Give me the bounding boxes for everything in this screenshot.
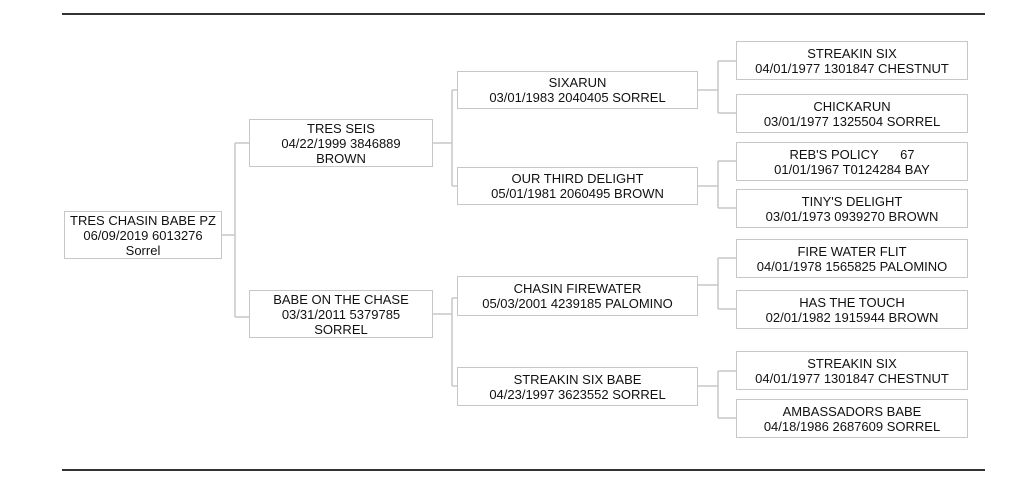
horse-name: OUR THIRD DELIGHT bbox=[511, 171, 644, 186]
horse-name: SIXARUN bbox=[548, 75, 607, 90]
horse-name: AMBASSADORS BABE bbox=[782, 403, 922, 419]
connector-g3-1 bbox=[697, 160, 736, 209]
connector-g3-2 bbox=[697, 257, 736, 310]
great-grandparent-box: FIRE WATER FLIT 04/01/1978 1565825 PALOM… bbox=[736, 239, 968, 278]
sire-info: 04/22/1999 3846889 bbox=[281, 135, 401, 151]
bottom-rule bbox=[62, 469, 985, 471]
connector-subject bbox=[221, 142, 249, 318]
horse-info: 02/01/1982 1915944 BROWN bbox=[765, 309, 939, 325]
horse-info: 05/03/2001 4239185 PALOMINO bbox=[482, 296, 673, 311]
connector-g3-0 bbox=[697, 60, 736, 114]
horse-name: STREAKIN SIX BABE bbox=[513, 371, 642, 387]
great-grandparent-box: AMBASSADORS BABE 04/18/1986 2687609 SORR… bbox=[736, 399, 968, 438]
great-grandparent-box: REB'S POLICY 67 01/01/1967 T0124284 BAY bbox=[736, 142, 968, 181]
great-grandparent-box: TINY'S DELIGHT 03/01/1973 0939270 BROWN bbox=[736, 189, 968, 228]
great-grandparent-box: STREAKIN SIX 04/01/1977 1301847 CHESTNUT bbox=[736, 351, 968, 390]
connector-dam bbox=[432, 297, 457, 387]
horse-name: STREAKIN SIX bbox=[807, 45, 897, 61]
horse-name: HAS THE TOUCH bbox=[799, 294, 905, 310]
horse-name: TINY'S DELIGHT bbox=[801, 193, 903, 209]
horse-info: 04/18/1986 2687609 SORREL bbox=[763, 418, 941, 434]
grandparent-box: CHASIN FIREWATER 05/03/2001 4239185 PALO… bbox=[457, 276, 698, 316]
horse-info: 04/01/1977 1301847 CHESTNUT bbox=[755, 60, 949, 76]
grandparent-box: STREAKIN SIX BABE 04/23/1997 3623552 SOR… bbox=[457, 367, 698, 406]
horse-name: REB'S POLICY 67 bbox=[789, 146, 915, 162]
horse-info: 03/01/1983 2040405 SORREL bbox=[489, 90, 666, 105]
horse-info: 01/01/1967 T0124284 BAY bbox=[774, 161, 930, 177]
dam-info: 03/31/2011 5379785 bbox=[281, 306, 401, 322]
connector-g3-3 bbox=[697, 370, 736, 419]
top-rule bbox=[62, 13, 985, 15]
connector-sire bbox=[432, 89, 457, 187]
horse-info: 04/23/1997 3623552 SORREL bbox=[489, 386, 666, 402]
great-grandparent-box: HAS THE TOUCH 02/01/1982 1915944 BROWN bbox=[736, 290, 968, 329]
great-grandparent-box: STREAKIN SIX 04/01/1977 1301847 CHESTNUT bbox=[736, 41, 968, 80]
subject-name: TRES CHASIN BABE PZ bbox=[70, 212, 216, 228]
horse-name: CHICKARUN bbox=[813, 98, 891, 114]
horse-name: CHASIN FIREWATER bbox=[513, 281, 642, 296]
horse-name: FIRE WATER FLIT bbox=[797, 243, 907, 259]
horse-info: 04/01/1977 1301847 CHESTNUT bbox=[755, 370, 949, 386]
sire-name: TRES SEIS bbox=[307, 120, 375, 136]
dam-name: BABE ON THE CHASE bbox=[273, 291, 409, 307]
horse-name: STREAKIN SIX bbox=[807, 355, 897, 371]
dam-horse: BABE ON THE CHASE 03/31/2011 5379785 SOR… bbox=[249, 290, 433, 338]
grandparent-box: SIXARUN 03/01/1983 2040405 SORREL bbox=[457, 71, 698, 109]
subject-info: 06/09/2019 6013276 bbox=[83, 227, 203, 243]
subject-color: Sorrel bbox=[125, 242, 161, 258]
great-grandparent-box: CHICKARUN 03/01/1977 1325504 SORREL bbox=[736, 94, 968, 133]
subject-horse: TRES CHASIN BABE PZ 06/09/2019 6013276 S… bbox=[64, 211, 222, 259]
grandparent-box: OUR THIRD DELIGHT 05/01/1981 2060495 BRO… bbox=[457, 167, 698, 205]
horse-info: 03/01/1973 0939270 BROWN bbox=[765, 208, 939, 224]
horse-info: 05/01/1981 2060495 BROWN bbox=[491, 186, 664, 201]
horse-info: 04/01/1978 1565825 PALOMINO bbox=[756, 258, 948, 274]
sire-horse: TRES SEIS 04/22/1999 3846889 BROWN bbox=[249, 119, 433, 167]
horse-info: 03/01/1977 1325504 SORREL bbox=[763, 113, 941, 129]
sire-color: BROWN bbox=[316, 150, 366, 166]
dam-color: SORREL bbox=[314, 321, 368, 337]
